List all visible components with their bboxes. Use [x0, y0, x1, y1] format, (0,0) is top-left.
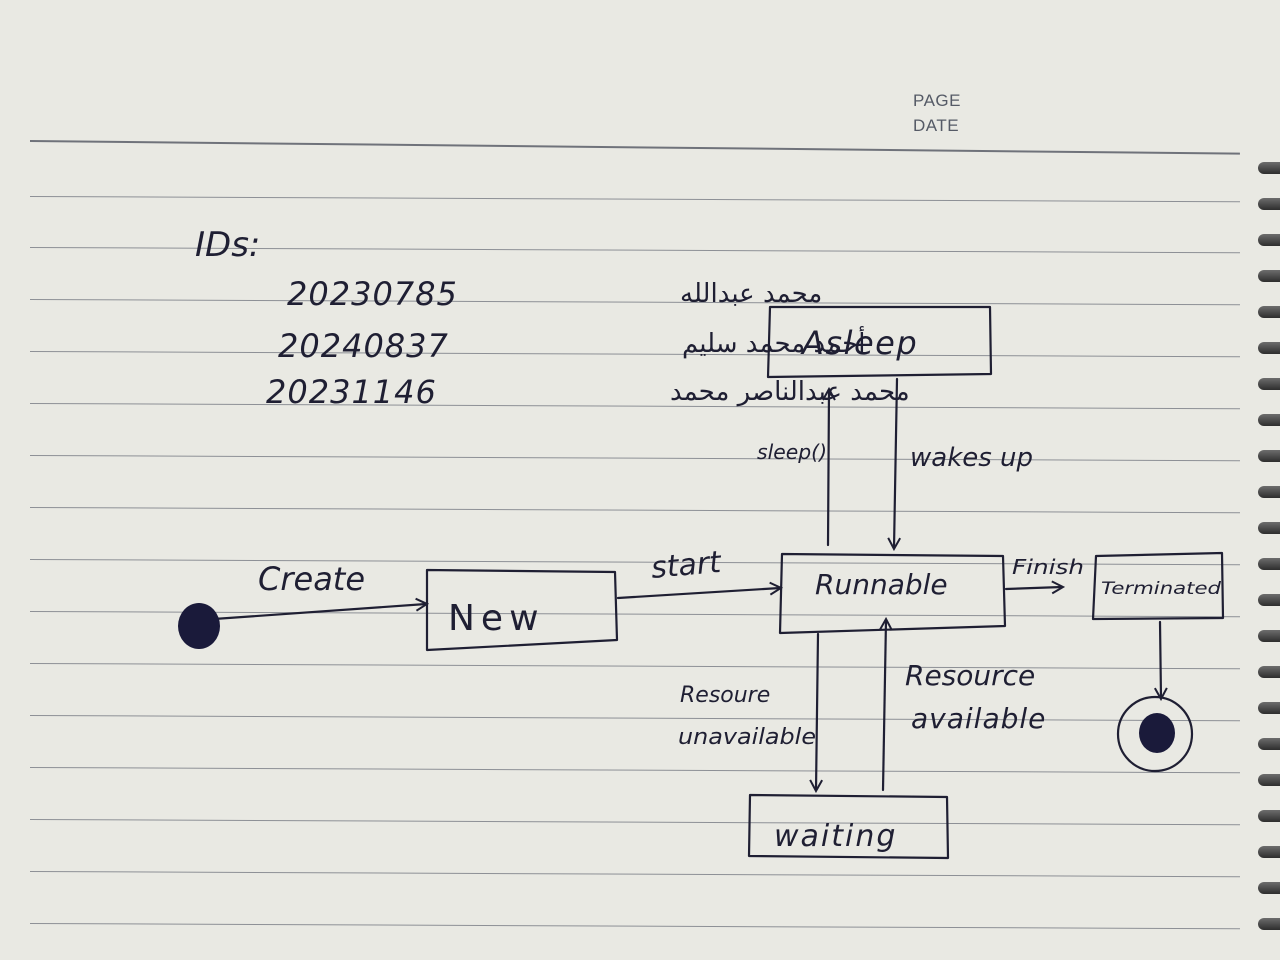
runnable-label: Runnable [815, 568, 948, 601]
student-name: أحمد محمد سليم [682, 325, 865, 359]
spiral-ring [1258, 558, 1280, 570]
runnable-state-box [778, 552, 1007, 635]
student-id: 20231146 [266, 373, 437, 411]
spiral-ring [1258, 378, 1280, 390]
terminated-state-box [1091, 551, 1225, 621]
spiral-ring [1258, 846, 1280, 858]
final-state-ring [1116, 695, 1194, 773]
student-name: محمد عبدالله [680, 279, 822, 309]
page-label: PAGE [913, 91, 961, 110]
spiral-ring [1258, 234, 1280, 246]
spiral-ring [1258, 594, 1280, 606]
terminated-label: Terminated [1101, 579, 1221, 599]
spiral-ring [1258, 882, 1280, 894]
asleep-label: Asleep [800, 324, 918, 362]
terminate-arrow [1160, 620, 1161, 698]
spiral-ring [1258, 810, 1280, 822]
sleep-arrow [828, 390, 829, 547]
start-label: start [650, 545, 724, 586]
spiral-ring [1258, 306, 1280, 318]
spiral-ring [1258, 414, 1280, 426]
spiral-ring [1258, 342, 1280, 354]
final-state-dot [1139, 713, 1175, 753]
resource-available-label-line2: available [911, 702, 1046, 735]
ids-heading: IDs: [195, 225, 260, 265]
resource-unavailable-label-line1: Resoure [680, 683, 770, 708]
resource-unavailable-label-line2: unavailable [678, 725, 816, 750]
finish-arrow [1004, 587, 1062, 589]
spiral-ring [1258, 774, 1280, 786]
new-state-box [425, 568, 619, 652]
spiral-ring [1258, 666, 1280, 678]
create-arrow [212, 604, 426, 621]
waiting-label: waiting [774, 819, 897, 854]
initial-state-dot [178, 603, 220, 649]
spiral-ring [1258, 630, 1280, 642]
wakes-up-arrow [894, 377, 897, 548]
spiral-ring [1258, 270, 1280, 282]
wakes-up-label: wakes up [910, 443, 1033, 473]
spiral-ring [1258, 162, 1280, 174]
spiral-ring [1258, 450, 1280, 462]
spiral-ring [1258, 522, 1280, 534]
resource-available-label-line1: Resource [905, 659, 1035, 692]
asleep-state-box [766, 305, 993, 379]
spiral-ring [1258, 198, 1280, 210]
resource-unavailable-arrow [816, 632, 818, 790]
spiral-ring [1258, 486, 1280, 498]
student-id: 20230785 [287, 275, 458, 313]
create-label: Create [258, 560, 365, 598]
date-label: DATE [913, 116, 960, 135]
student-id: 20240837 [278, 327, 449, 365]
spiral-ring [1258, 918, 1280, 930]
finish-label: Finish [1012, 555, 1084, 579]
spiral-ring [1258, 738, 1280, 750]
resource-available-arrow [883, 620, 886, 792]
waiting-state-box [747, 793, 950, 860]
new-label: New [448, 598, 545, 639]
student-name: محمد عبدالناصر محمد [670, 377, 910, 407]
spiral-ring [1258, 702, 1280, 714]
start-arrow [616, 588, 780, 600]
sleep-label: sleep() [757, 440, 827, 464]
